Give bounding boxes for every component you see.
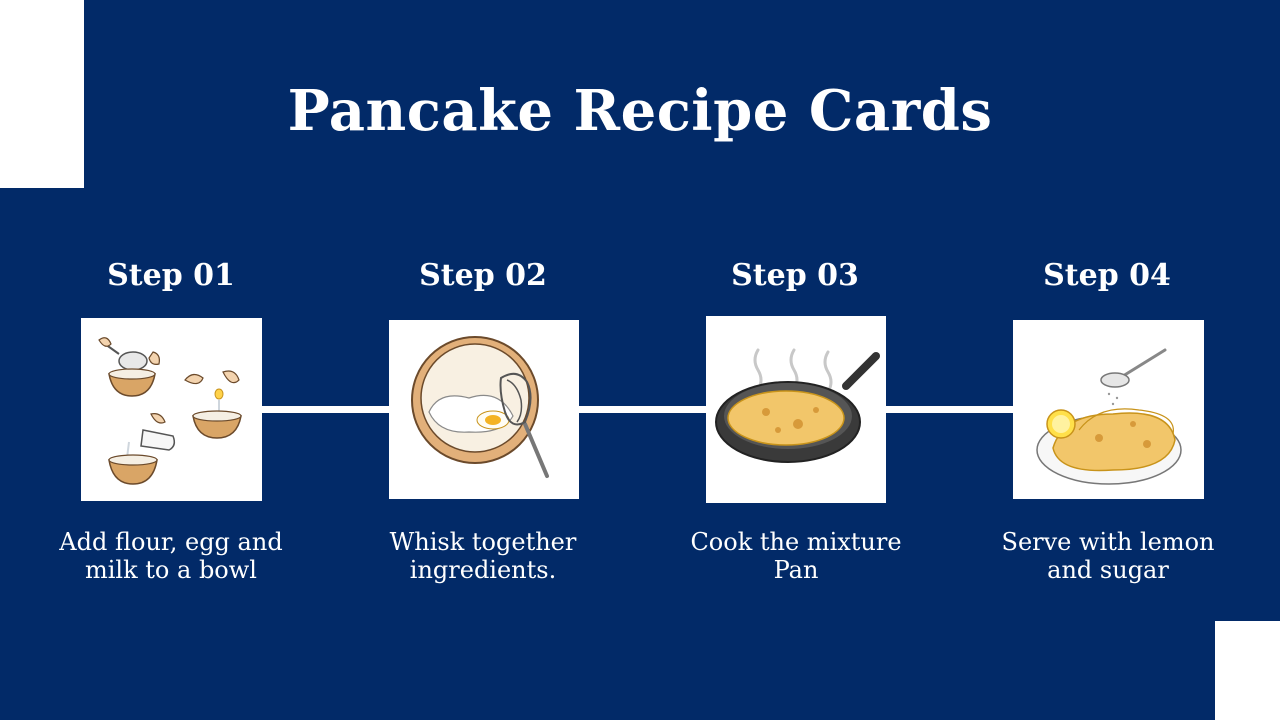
step-1-label: Step 01: [107, 258, 235, 293]
step-1-card: [81, 318, 262, 501]
step-connector-line: [262, 406, 1014, 413]
pancake-plate-illustration: [1036, 348, 1182, 485]
step-3-label: Step 03: [731, 258, 859, 293]
frying-pan-illustration: [715, 348, 880, 463]
step-4-caption: Serve with lemon and sugar: [1001, 528, 1215, 584]
corner-decoration-bottom-right: [1215, 621, 1280, 720]
step-4-label: Step 04: [1043, 258, 1171, 293]
step-3-caption: Cook the mixture Pan: [690, 528, 902, 584]
step-3-card: [706, 316, 886, 503]
step-2-card: [389, 320, 579, 499]
whisk-bowl-illustration: [411, 336, 549, 478]
mixing-ingredients-illustration: [98, 337, 242, 485]
corner-decoration-top-left: [0, 0, 84, 188]
step-1-caption: Add flour, egg and milk to a bowl: [59, 528, 283, 584]
slide-title: Pancake Recipe Cards: [287, 78, 993, 144]
step-4-card: [1013, 320, 1204, 499]
step-2-label: Step 02: [419, 258, 547, 293]
step-2-caption: Whisk together ingredients.: [389, 528, 577, 584]
